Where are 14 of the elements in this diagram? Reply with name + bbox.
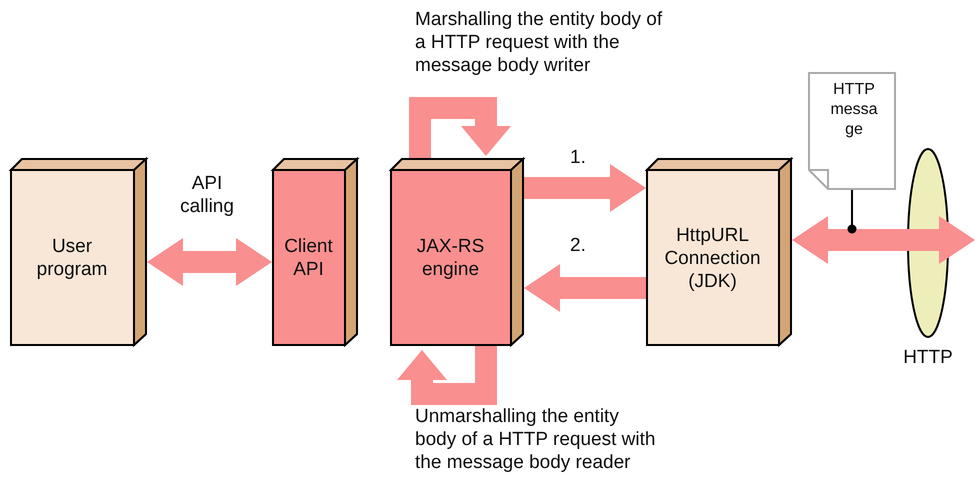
double-arrow: [792, 216, 975, 264]
edge-label: 2.: [570, 234, 587, 257]
edge-label: 1.: [570, 146, 587, 169]
arrow: [524, 164, 646, 212]
leader-line: [848, 190, 856, 234]
double-arrow: [147, 238, 272, 286]
arrow: [409, 97, 511, 158]
node-label: HTTP message: [829, 80, 879, 140]
protocol-label: HTTP: [903, 346, 953, 368]
arrow: [524, 264, 646, 312]
edge-label: API calling: [179, 172, 235, 218]
edge-label: Unmarshalling the entity body of a HTTP request with the message body reader: [415, 405, 656, 474]
arrow: [397, 346, 497, 405]
edge-label: Marshalling the entity body of a HTTP request with the message body writer: [415, 8, 664, 77]
